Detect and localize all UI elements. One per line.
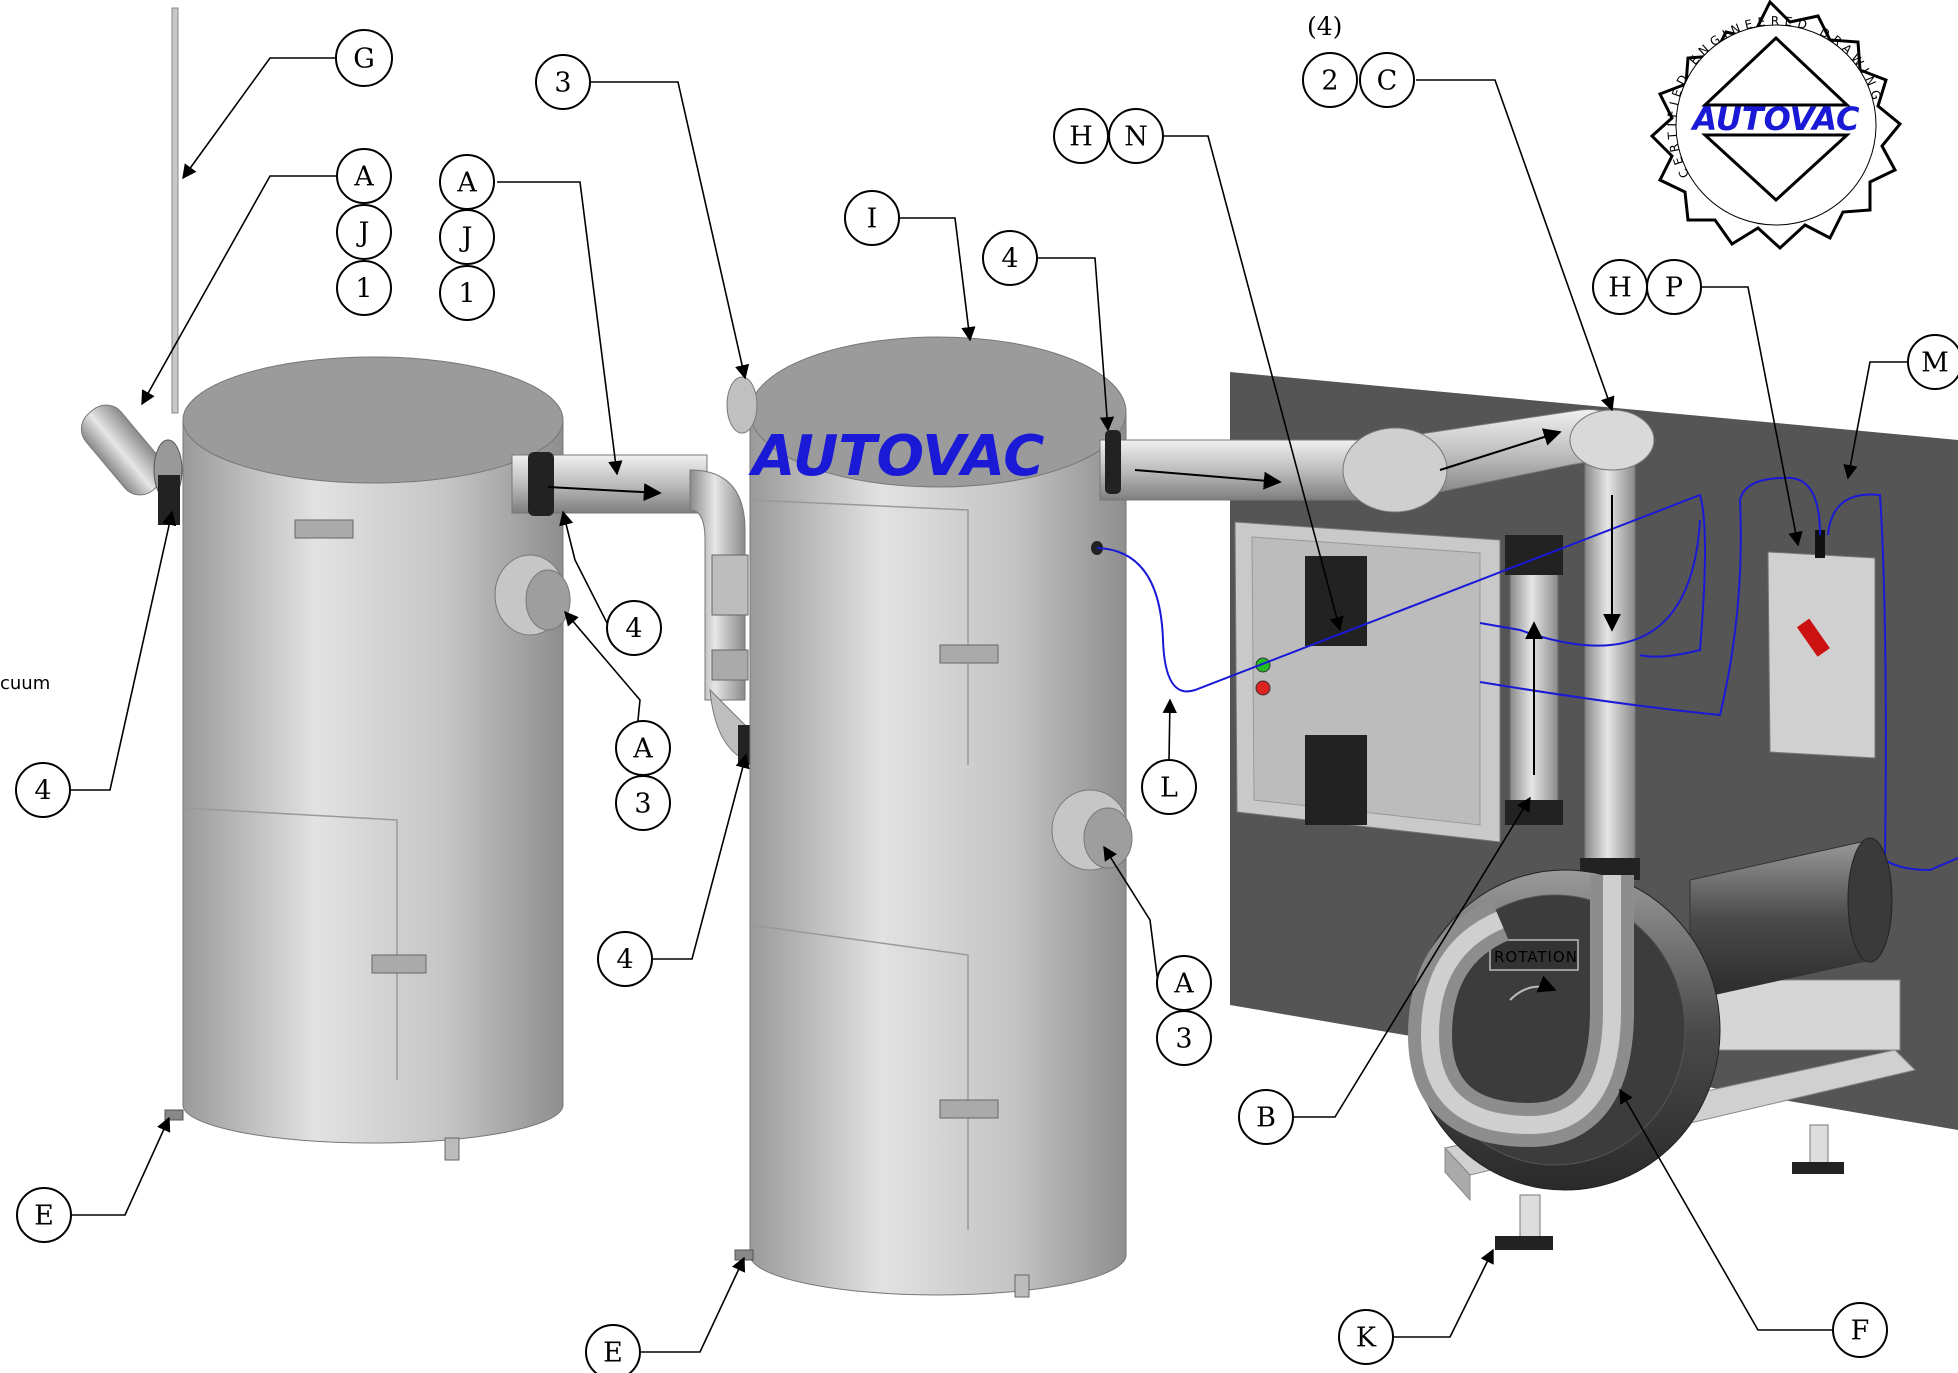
lower-vent-louver [1305,735,1367,825]
svg-text:P: P [1665,273,1683,304]
outlet-pipe [1099,409,1655,880]
tank-brand-logo: AUTOVAC [748,424,1044,489]
svg-text:3: 3 [634,789,651,820]
main-tank-top-port [726,376,758,434]
svg-text:N: N [1124,122,1148,153]
svg-text:G: G [353,44,375,75]
svg-text:2: 2 [1321,66,1338,97]
svg-text:A: A [1173,969,1194,1000]
callout-1-mid: 1 [439,265,495,321]
certified-seal: AUTOVAC CERTIFIED ENGINEERED DRAWING [1649,0,1903,251]
callout-3-top: 3 [535,54,591,110]
vent-pipe [171,7,179,414]
callout-a-left: A [336,148,392,204]
flow-arrows [547,428,1621,775]
callout-4-top: 4 [982,230,1038,286]
svg-text:I: I [867,204,878,235]
control-panel-enclosure [1234,521,1501,843]
svg-text:E: E [603,1338,623,1369]
svg-text:L: L [1160,773,1178,804]
left-tank-side-port [494,554,571,636]
callout-l: L [1141,759,1197,815]
rotation-plate [1489,939,1579,971]
motor-starter-box [1767,530,1876,759]
callout-3-side1: 3 [615,775,671,831]
svg-text:4: 4 [625,614,642,645]
left-tank-inlet-elbow [80,404,183,525]
quantity-note: (4) [1307,12,1342,41]
callout-e-left: E [16,1187,72,1243]
svg-text:1: 1 [355,274,372,305]
svg-text:B: B [1256,1103,1276,1134]
callout-m: M [1907,334,1958,390]
svg-text:M: M [1921,348,1949,379]
callout-a-side2: A [1156,955,1212,1011]
svg-text:1: 1 [458,279,475,310]
callout-n: N [1108,108,1164,164]
svg-text:4: 4 [34,776,51,807]
svg-text:E: E [34,1201,54,1232]
callout-k: K [1338,1309,1394,1365]
callout-2: 2 [1302,52,1358,108]
control-wiring [1096,476,1958,872]
svg-text:A: A [632,734,653,765]
stop-indicator-light [1255,680,1271,696]
svg-text:3: 3 [554,68,571,99]
callout-a-mid: A [439,154,495,210]
svg-text:H: H [1069,122,1093,153]
callout-i: I [844,190,900,246]
callout-3-side2: 3 [1156,1010,1212,1066]
callout-p: P [1646,259,1702,315]
svg-text:K: K [1356,1323,1377,1354]
callout-4-left: 4 [15,762,71,818]
callout-j-mid: J [439,209,495,265]
callout-4-right-pipe: 4 [606,600,662,656]
edge-cut-text: cuum [0,673,50,694]
callout-4-lower: 4 [597,931,653,987]
callout-f: F [1832,1302,1888,1358]
main-separator-tank: AUTOVAC [734,336,1127,1298]
svg-text:A: A [353,162,374,193]
svg-text:4: 4 [616,945,633,976]
callout-c: C [1359,52,1415,108]
callout-j-left: J [336,204,392,260]
starter-disconnect-handle [1796,618,1830,657]
callout-h-p: H [1592,259,1648,315]
svg-text:3: 3 [1175,1024,1192,1055]
callout-g: G [335,29,393,87]
upper-vent-louver [1305,556,1367,646]
callout-e-mid: E [585,1324,641,1373]
svg-text:F: F [1851,1316,1870,1347]
left-separator-tank [164,356,564,1161]
tank-connector-pipe [511,452,752,765]
seal-brand: AUTOVAC [1689,100,1860,138]
callout-h-n: H [1053,108,1109,164]
callout-1-left: 1 [336,260,392,316]
svg-text:J: J [356,218,370,249]
svg-text:H: H [1608,273,1632,304]
callout-a-side1: A [615,720,671,776]
callout-b: B [1238,1089,1294,1145]
svg-text:4: 4 [1001,244,1018,275]
svg-text:C: C [1377,66,1398,97]
svg-text:J: J [459,223,473,254]
rotation-label: ROTATION [1494,948,1578,966]
svg-text:A: A [456,168,477,199]
